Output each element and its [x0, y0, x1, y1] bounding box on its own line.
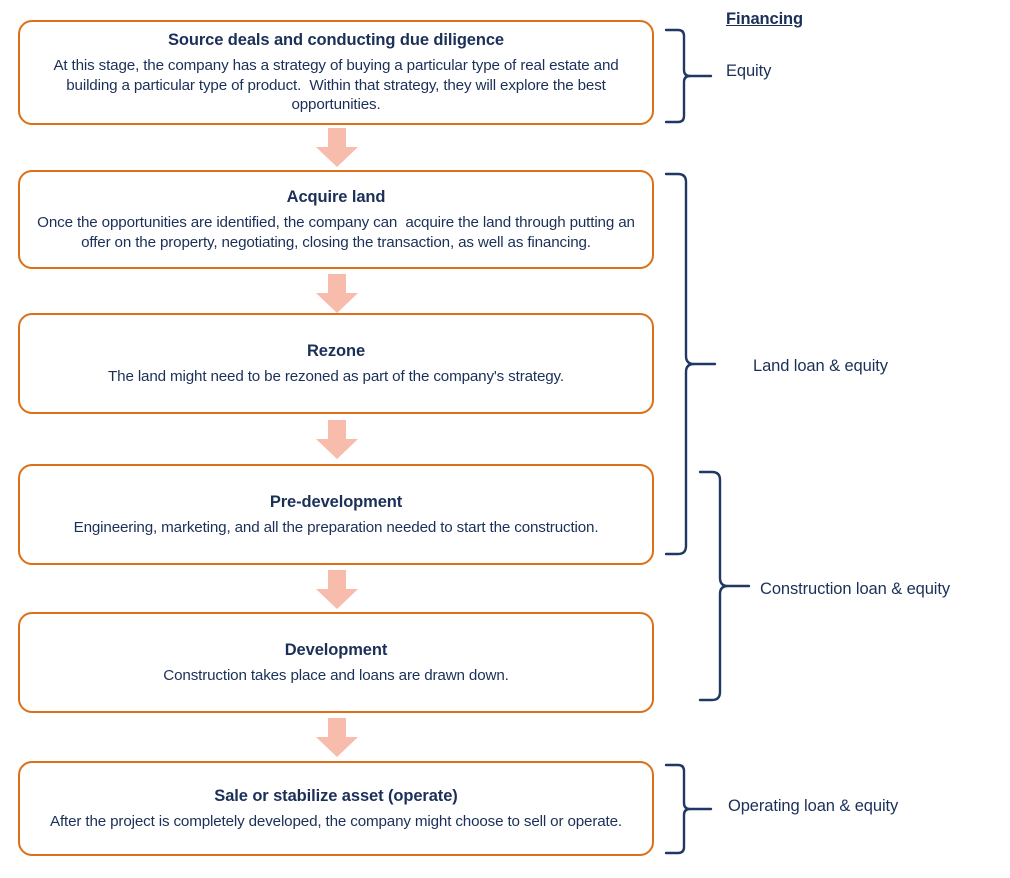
stage-box-source-deals[interactable]: Source deals and conducting due diligenc… [18, 20, 654, 125]
stage-box-sale-or-stabilize[interactable]: Sale or stabilize asset (operate) After … [18, 761, 654, 856]
bracket-land-loan-equity [662, 170, 722, 570]
financing-label-land-loan-equity: Land loan & equity [753, 357, 888, 375]
bracket-equity [662, 26, 722, 130]
stage-title: Pre-development [269, 492, 403, 511]
stage-title: Acquire land [286, 187, 386, 206]
stage-title: Sale or stabilize asset (operate) [214, 786, 458, 805]
down-arrow-icon [315, 570, 359, 610]
stage-description: After the project is completely develope… [50, 812, 622, 830]
bracket-construction-loan-equity [696, 468, 756, 716]
stage-description: At this stage, the company has a strateg… [53, 56, 623, 114]
stage-title: Rezone [306, 341, 366, 360]
down-arrow-icon [315, 718, 359, 758]
stage-title: Development [284, 640, 388, 659]
down-arrow-icon [315, 274, 359, 314]
financing-label-equity: Equity [726, 62, 772, 80]
stage-description: The land might need to be rezoned as par… [108, 367, 564, 385]
financing-label-construction-loan-equity: Construction loan & equity [760, 580, 951, 598]
down-arrow-icon [315, 420, 359, 460]
stage-description: Engineering, marketing, and all the prep… [73, 518, 599, 536]
stage-box-development[interactable]: Development Construction takes place and… [18, 612, 654, 713]
stage-box-pre-development[interactable]: Pre-development Engineering, marketing, … [18, 464, 654, 565]
stage-box-rezone[interactable]: Rezone The land might need to be rezoned… [18, 313, 654, 414]
stage-box-acquire-land[interactable]: Acquire land Once the opportunities are … [18, 170, 654, 269]
stage-title: Source deals and conducting due diligenc… [167, 30, 505, 49]
financing-label-operating-loan-equity: Operating loan & equity [728, 797, 899, 815]
stage-description: Once the opportunities are identified, t… [37, 213, 639, 251]
stage-description: Construction takes place and loans are d… [163, 666, 509, 684]
down-arrow-icon [315, 128, 359, 168]
bracket-operating-loan-equity [662, 761, 722, 861]
financing-header: Financing [726, 10, 804, 28]
